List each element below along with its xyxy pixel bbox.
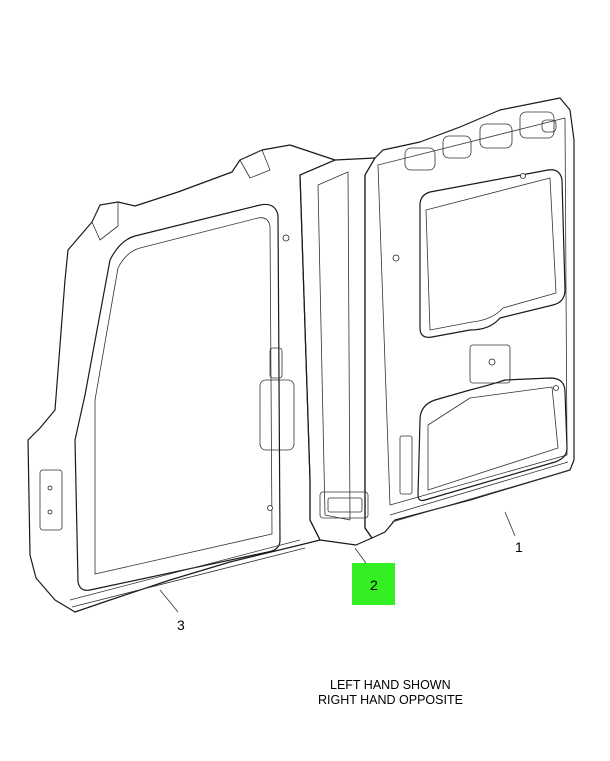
diagram-note: LEFT HAND SHOWN RIGHT HAND OPPOSITE: [0, 678, 610, 708]
back-panel: [364, 97, 575, 539]
note-line-2: RIGHT HAND OPPOSITE: [318, 693, 463, 707]
corner-pillar: [299, 157, 376, 546]
leader-line-1: [504, 511, 516, 537]
note-line-1: LEFT HAND SHOWN: [330, 678, 451, 692]
side-frame: [27, 144, 336, 613]
callout-2: 2: [370, 577, 378, 593]
highlight-box-2: [352, 563, 395, 605]
leader-line-3: [159, 589, 179, 613]
callout-3: 3: [177, 617, 185, 633]
callout-1: 1: [515, 539, 523, 555]
